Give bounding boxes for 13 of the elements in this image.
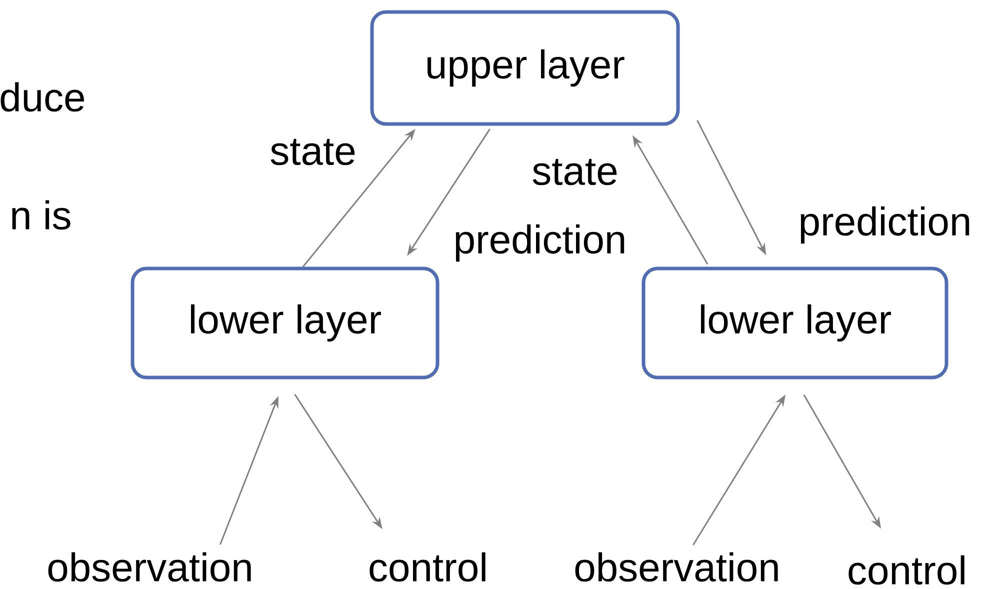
layer-box: upper layer <box>370 10 680 126</box>
text-fragment: duce <box>0 82 84 112</box>
edge-label: state <box>270 138 355 166</box>
edge-label: prediction <box>456 224 624 262</box>
layer-box: lower layer <box>130 266 440 380</box>
node-text: control <box>848 555 964 585</box>
edge-label: prediction <box>800 206 970 244</box>
node-text: control <box>370 552 486 582</box>
node-text: observation <box>48 552 251 582</box>
text-fragment: n is <box>12 200 70 230</box>
layer-box: lower layer <box>642 266 948 380</box>
edge-label: state <box>532 158 617 186</box>
node-text: observation <box>575 552 778 582</box>
